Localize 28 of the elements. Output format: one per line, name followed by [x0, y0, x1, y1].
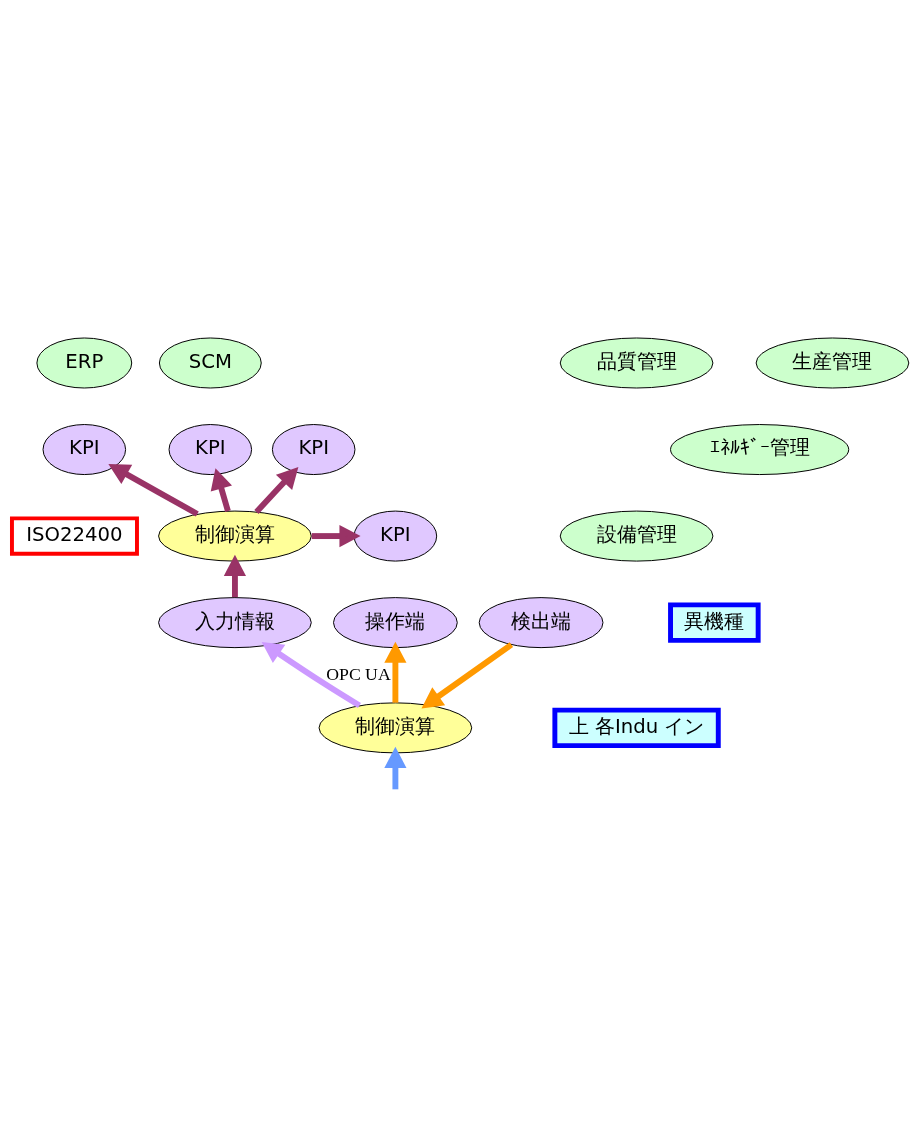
node-ellipse: KPI	[168, 424, 253, 476]
node-ellipse: KPI	[42, 424, 127, 476]
edge-label: OPC UA	[326, 663, 391, 684]
arrow	[384, 746, 407, 790]
node-ellipse: 制御演算	[158, 510, 312, 562]
node-box: ISO22400	[10, 516, 139, 556]
node-ellipse: 入力情報	[158, 597, 312, 649]
node-box: 異機種	[668, 602, 761, 643]
node-box: 上 各Indu イン	[552, 707, 721, 749]
node-ellipse: ｴﾈﾙｷﾞｰ管理	[670, 424, 850, 476]
node-ellipse: KPI	[353, 510, 438, 562]
arrow	[311, 525, 361, 548]
node-ellipse: 品質管理	[559, 337, 714, 389]
arrow	[261, 642, 361, 709]
node-ellipse: ERP	[36, 337, 133, 389]
node-ellipse: 検出端	[478, 597, 604, 649]
node-ellipse: 操作端	[333, 597, 458, 649]
arrow	[254, 466, 299, 514]
node-ellipse: 生産管理	[755, 337, 910, 389]
node-ellipse: 設備管理	[559, 510, 714, 562]
node-ellipse: SCM	[158, 337, 262, 389]
arrow	[210, 468, 232, 512]
node-ellipse: KPI	[271, 424, 356, 476]
arrow	[421, 642, 514, 709]
node-ellipse: 制御演算	[318, 702, 473, 754]
arrow	[384, 641, 407, 703]
arrow	[108, 464, 199, 517]
arrow	[223, 554, 246, 598]
